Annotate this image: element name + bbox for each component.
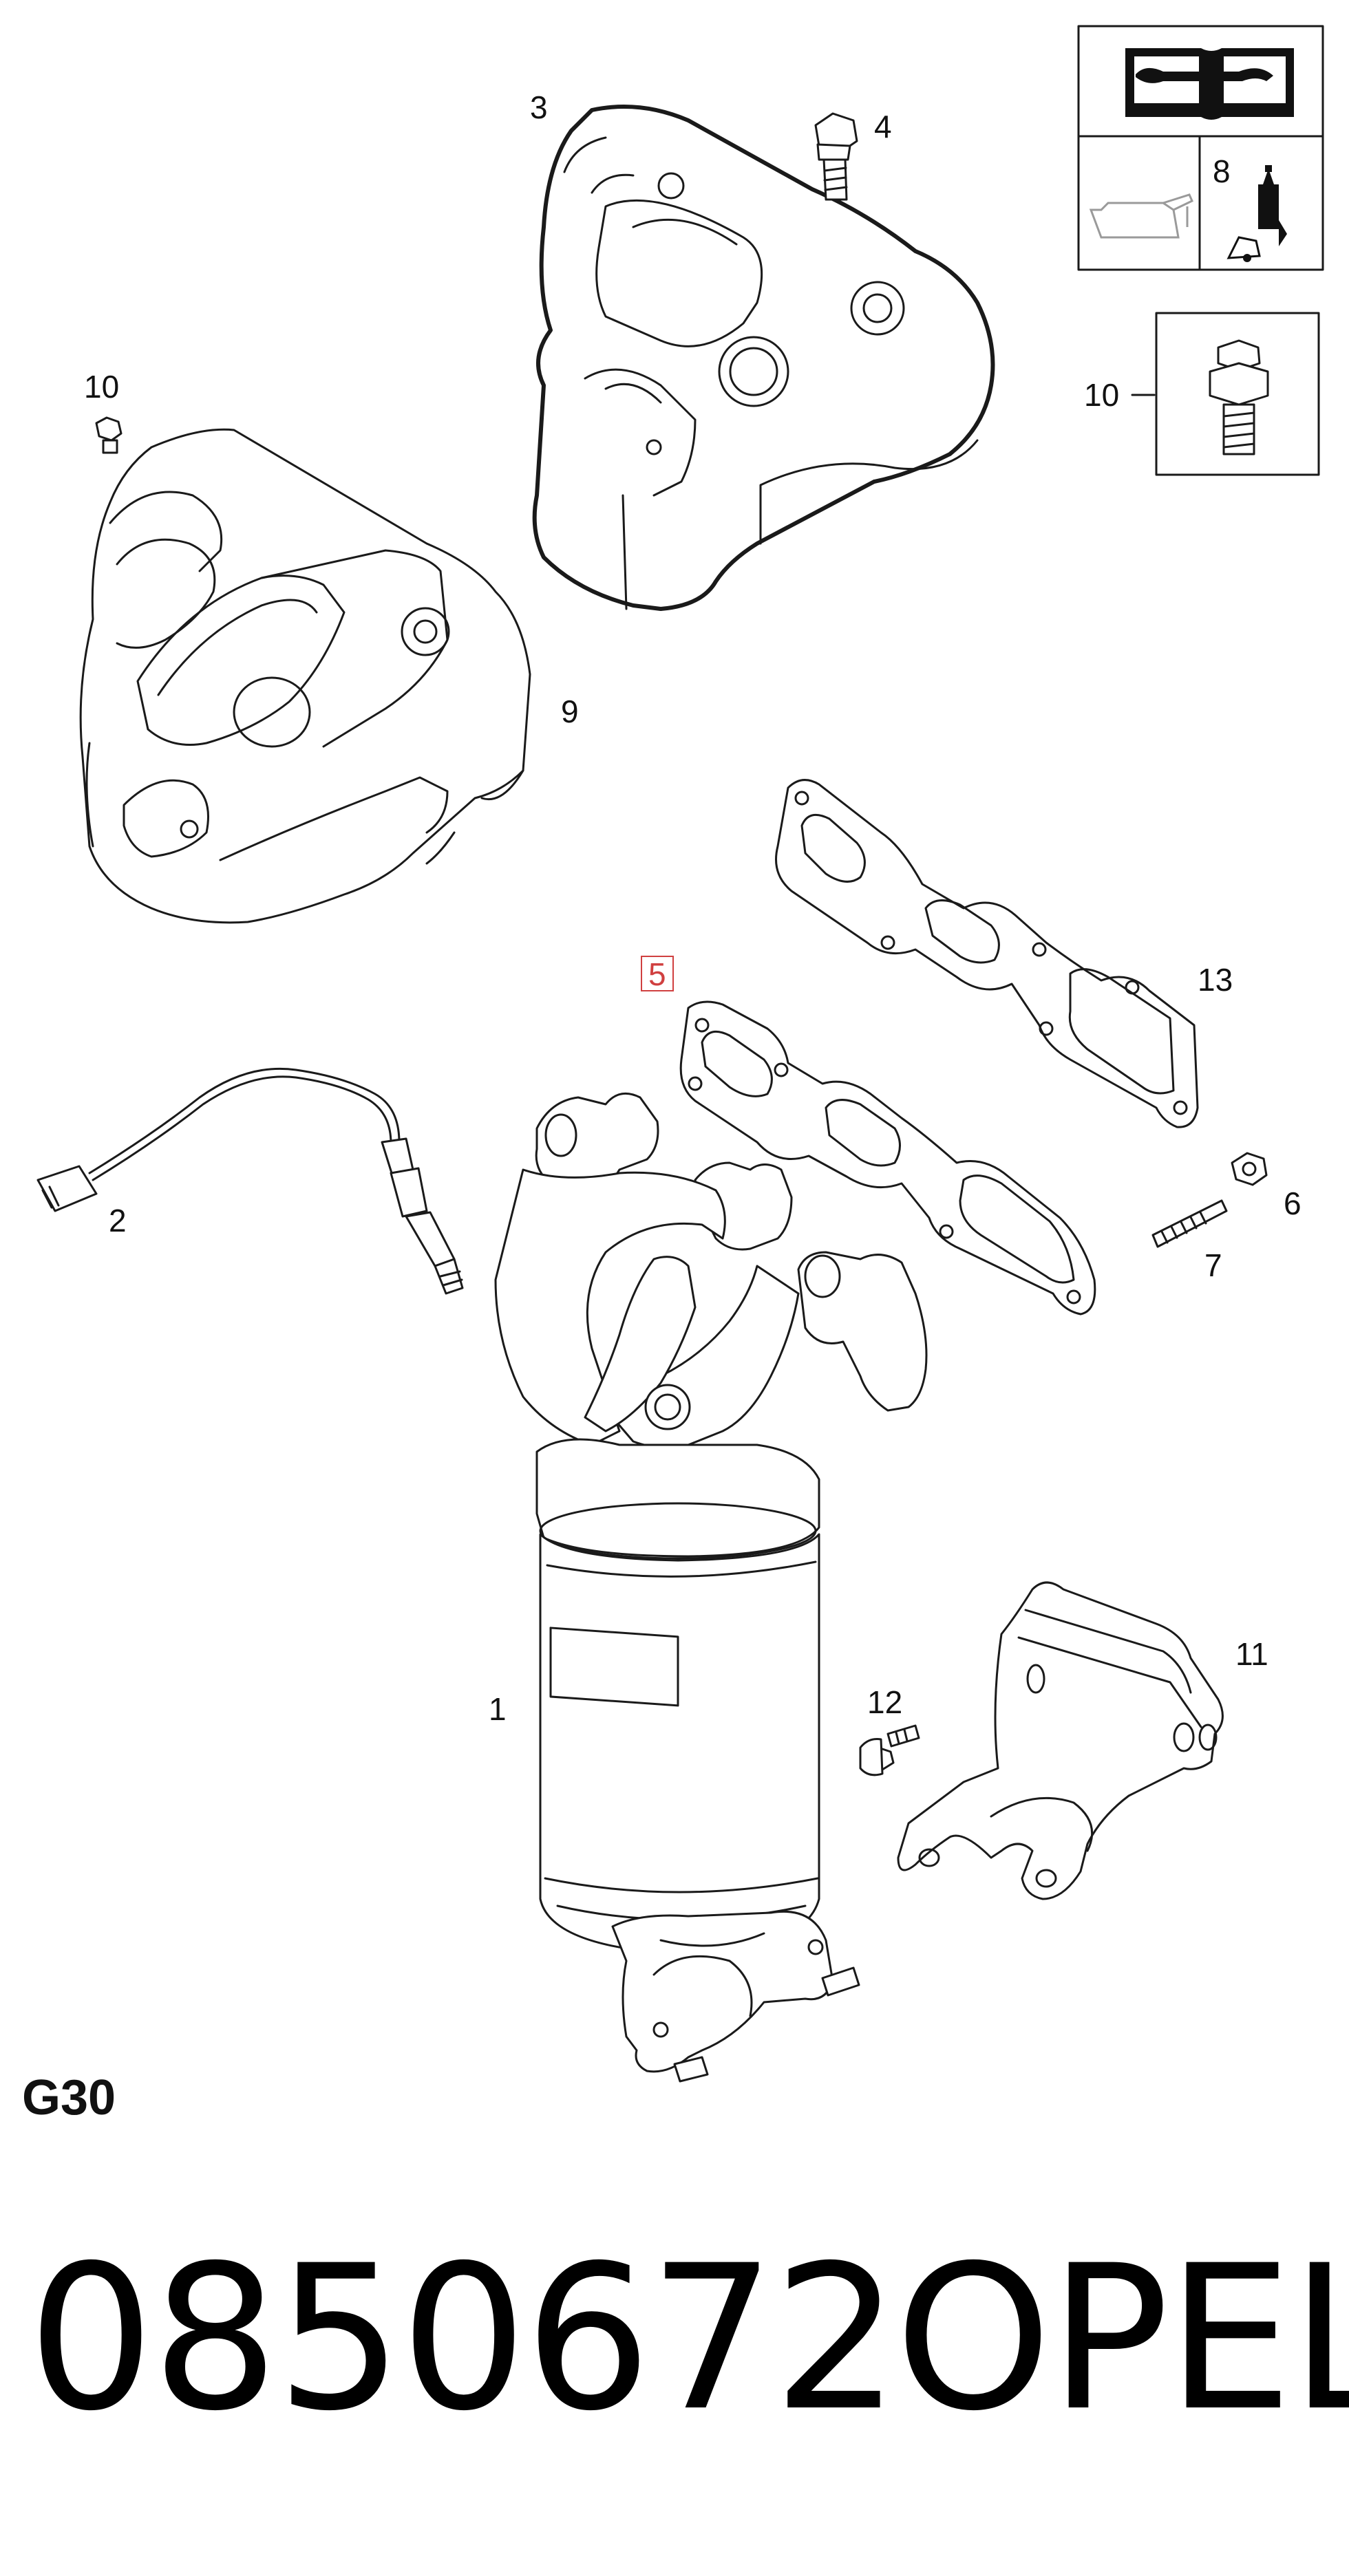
manifold-nut bbox=[1231, 1152, 1268, 1186]
callout-8: 8 bbox=[1213, 153, 1231, 189]
manifold-gasket-inner bbox=[679, 1000, 1096, 1316]
callout-10: 10 bbox=[84, 369, 119, 405]
callout-5-frame bbox=[641, 956, 674, 991]
workshop-manual-icon bbox=[1125, 48, 1294, 120]
sealant-tube-icon bbox=[1226, 165, 1287, 262]
callout-5: 5 bbox=[648, 956, 666, 992]
manifold-gasket-outer bbox=[775, 779, 1199, 1128]
callout-12: 12 bbox=[867, 1684, 902, 1720]
oil-can-icon bbox=[1089, 193, 1193, 239]
callout-3: 3 bbox=[530, 89, 548, 125]
bracket-bolt bbox=[859, 1724, 920, 1777]
callout-2: 2 bbox=[109, 1203, 127, 1238]
callout-13: 13 bbox=[1198, 962, 1233, 998]
callout-11: 11 bbox=[1235, 1636, 1268, 1672]
manifold-stud bbox=[1151, 1199, 1228, 1248]
callout-7: 7 bbox=[1204, 1247, 1222, 1283]
legend-box: 8 bbox=[1077, 25, 1324, 271]
callout-1: 1 bbox=[489, 1691, 507, 1727]
bolt-icon bbox=[1209, 339, 1269, 455]
callout-6: 6 bbox=[1284, 1185, 1302, 1221]
callout-9: 9 bbox=[561, 694, 579, 729]
shield-bolt bbox=[814, 112, 858, 201]
callout-10-detail: 10 bbox=[1084, 377, 1119, 413]
exhaust-manifold-catalyst bbox=[494, 1092, 928, 2083]
lower-heat-shield bbox=[79, 428, 531, 924]
oxygen-sensor bbox=[36, 1067, 464, 1295]
upper-heat-shield bbox=[532, 105, 995, 611]
small-bolt-left bbox=[95, 416, 123, 454]
part-number: 0850672 bbox=[28, 2223, 900, 2455]
catalyst-bracket bbox=[897, 1581, 1224, 1900]
brand-name: OPEL bbox=[895, 2223, 1349, 2455]
callout-4: 4 bbox=[874, 109, 892, 144]
section-code: G30 bbox=[22, 2070, 116, 2125]
bolt-detail-box bbox=[1131, 312, 1320, 476]
